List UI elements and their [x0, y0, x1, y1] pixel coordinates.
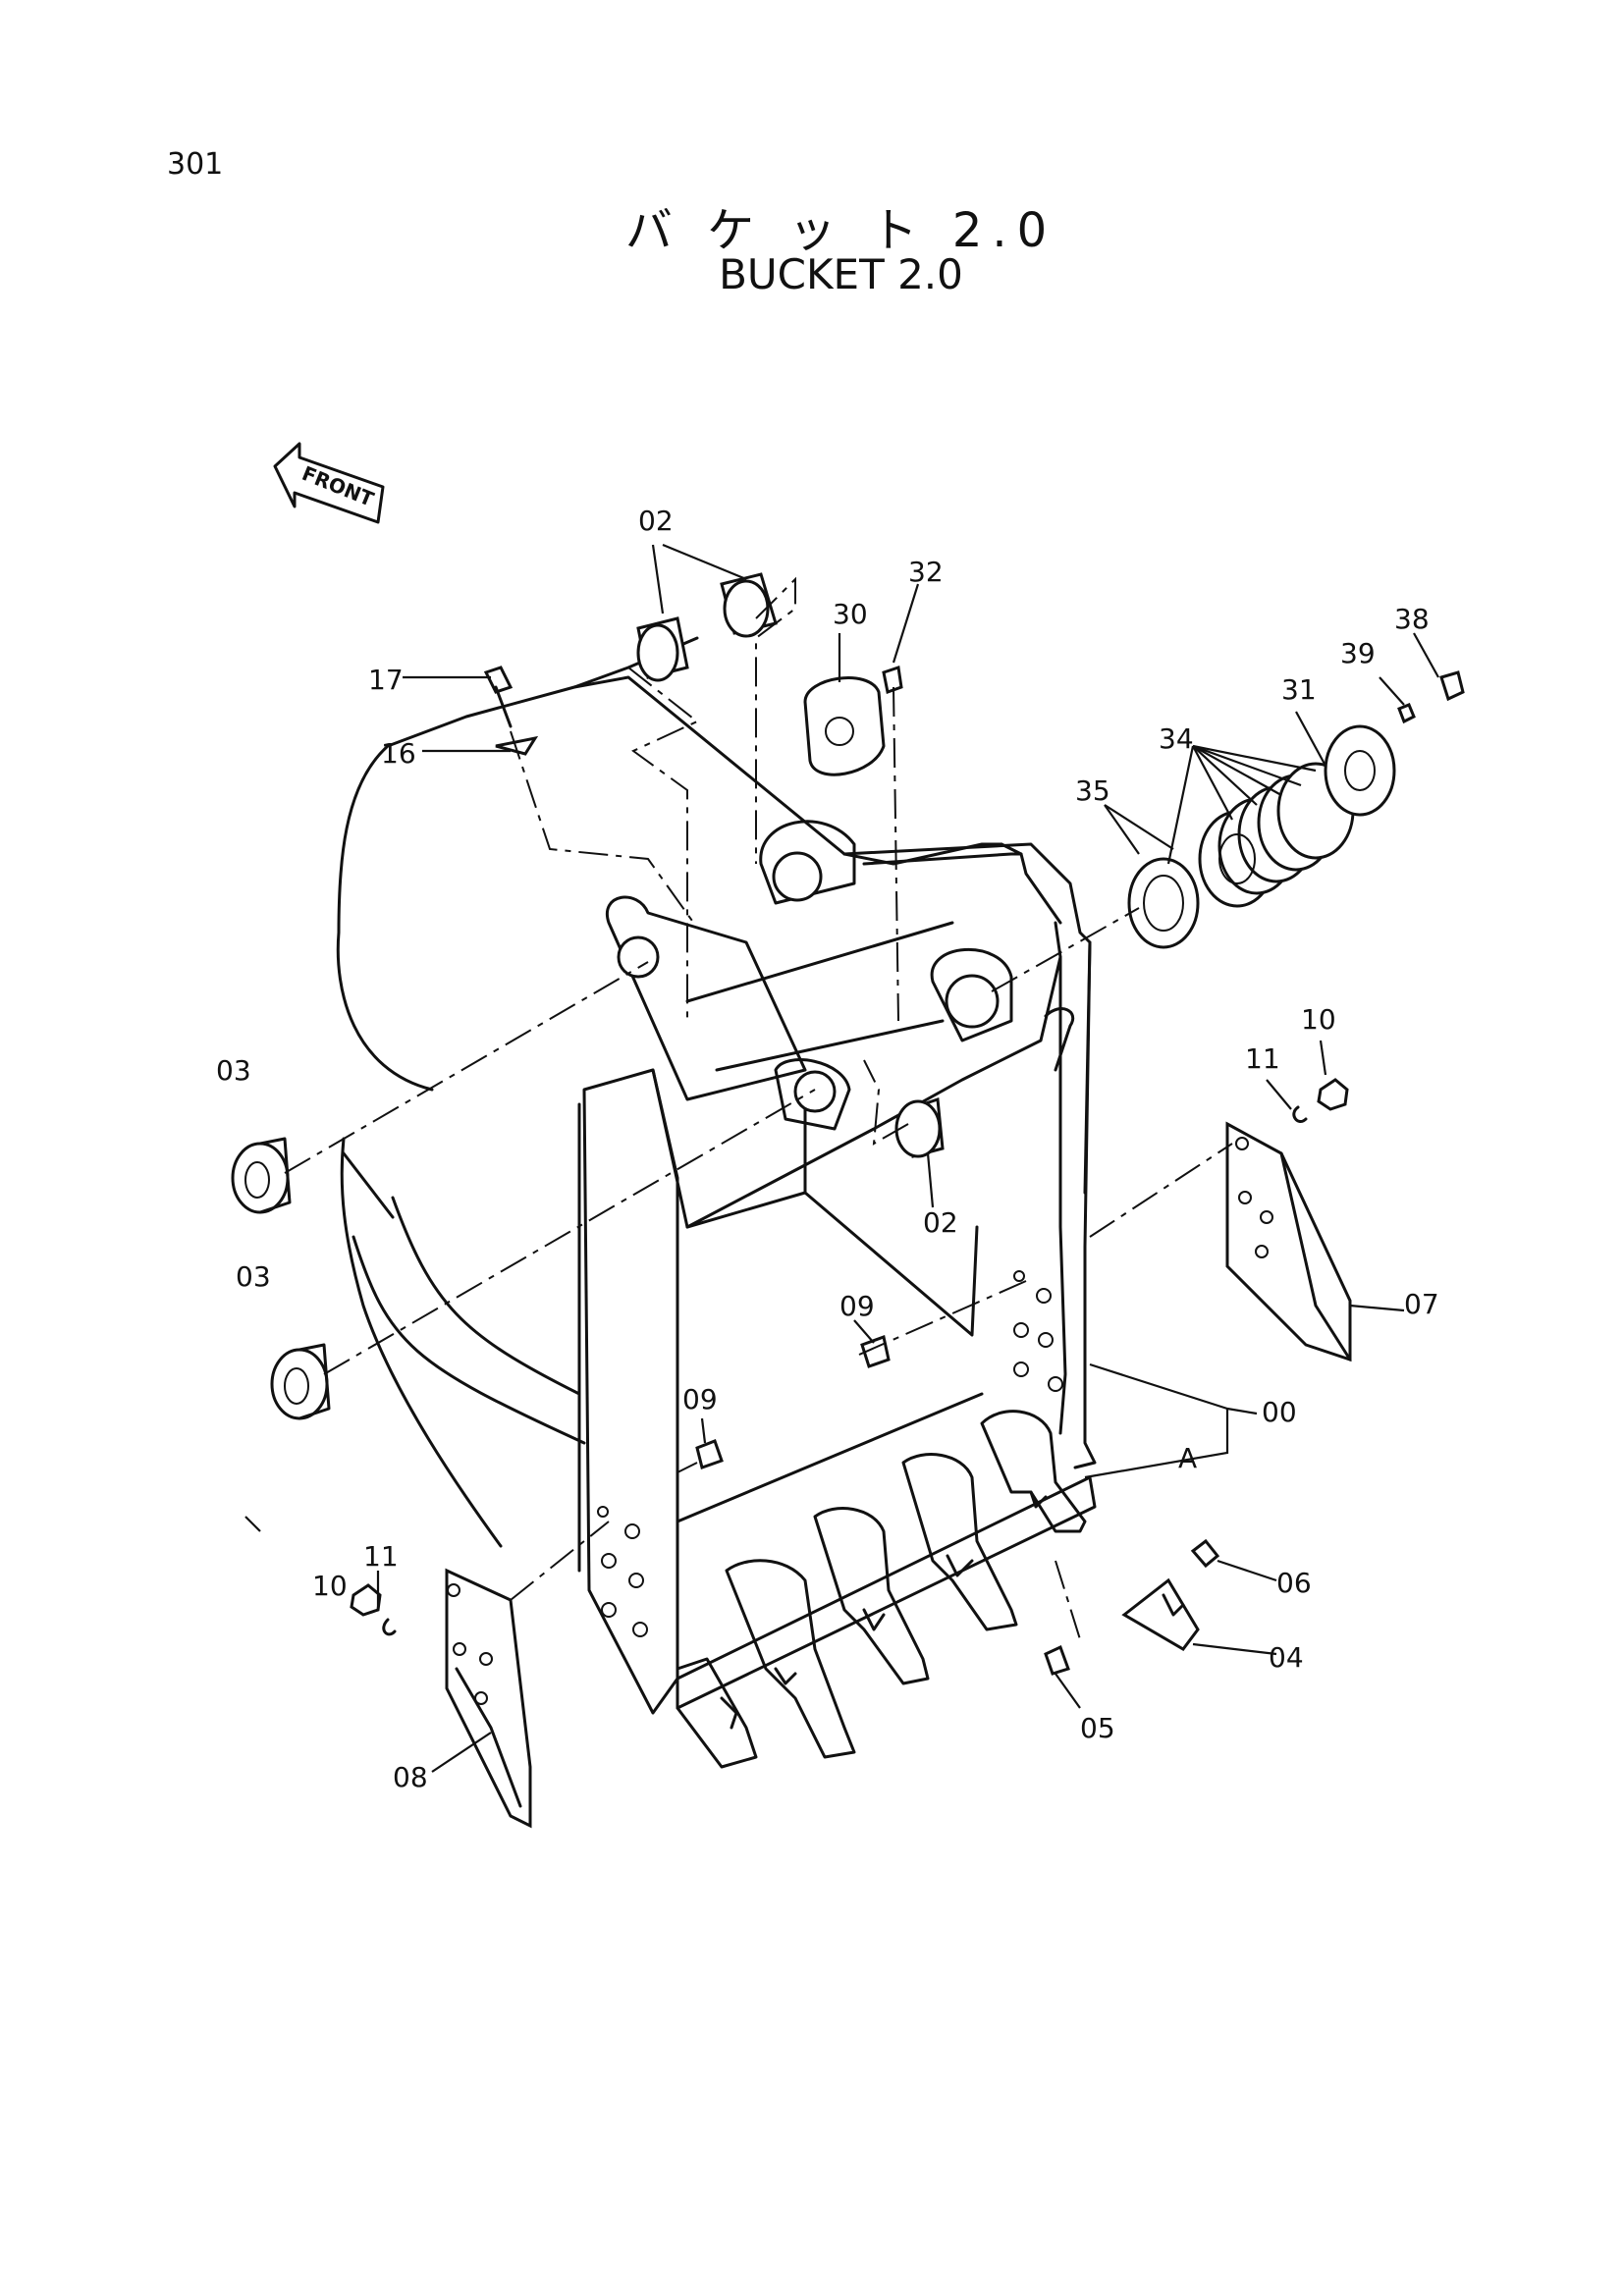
side-cutter-07-part: [1225, 1121, 1352, 1362]
leader-lines: [244, 543, 1439, 1773]
callout-08: 08: [393, 1761, 428, 1793]
small-hardware: [350, 666, 1349, 1676]
callout-35: 35: [1075, 774, 1110, 807]
callout-03-lower: 03: [236, 1260, 271, 1293]
title-japanese: バ ケ ッ ト 2.0: [624, 203, 1057, 258]
bucket-body: [336, 636, 1097, 1715]
callout-38: 38: [1394, 603, 1430, 635]
callout-06: 06: [1276, 1567, 1312, 1599]
callout-10-left: 10: [312, 1570, 348, 1602]
assembly-lines: [284, 576, 1233, 1640]
side-cutter-08-part: [445, 1568, 532, 1829]
callout-11-left: 11: [363, 1540, 399, 1573]
callout-39: 39: [1340, 637, 1376, 669]
collar-03-parts: [231, 1137, 331, 1420]
bucket-lip-and-teeth: [676, 1410, 1097, 1769]
callout-30: 30: [833, 598, 868, 630]
callout-07: 07: [1404, 1288, 1439, 1320]
callout-A: A: [1178, 1442, 1197, 1474]
callout-10-right: 10: [1301, 1003, 1336, 1036]
callout-00: 00: [1262, 1396, 1297, 1428]
callout-31: 31: [1281, 673, 1317, 706]
callout-02-top: 02: [638, 505, 674, 537]
plate-30-part: [803, 666, 903, 776]
callout-04: 04: [1269, 1641, 1304, 1674]
title-english: BUCKET 2.0: [719, 250, 963, 298]
bushing-02-parts: [636, 572, 945, 1158]
callout-09-lower: 09: [682, 1383, 718, 1415]
callout-32: 32: [908, 556, 944, 588]
callout-05: 05: [1080, 1712, 1115, 1744]
callout-03-upper: 03: [216, 1054, 251, 1087]
front-label: FRONT: [298, 461, 377, 511]
callout-labels: 02 02 03 03 04 05 06 07 08 09 09 10 10 1…: [216, 505, 1439, 1793]
callout-11-right: 11: [1245, 1042, 1280, 1075]
callout-02-bottom: 02: [923, 1206, 958, 1239]
callout-34: 34: [1159, 722, 1194, 755]
front-arrow-icon: FRONT: [273, 442, 385, 524]
callout-16: 16: [381, 737, 416, 770]
page-number: 301: [167, 147, 224, 182]
shim-34-parts: [1127, 670, 1465, 949]
callout-17: 17: [368, 664, 404, 696]
callout-09-upper: 09: [839, 1290, 875, 1322]
